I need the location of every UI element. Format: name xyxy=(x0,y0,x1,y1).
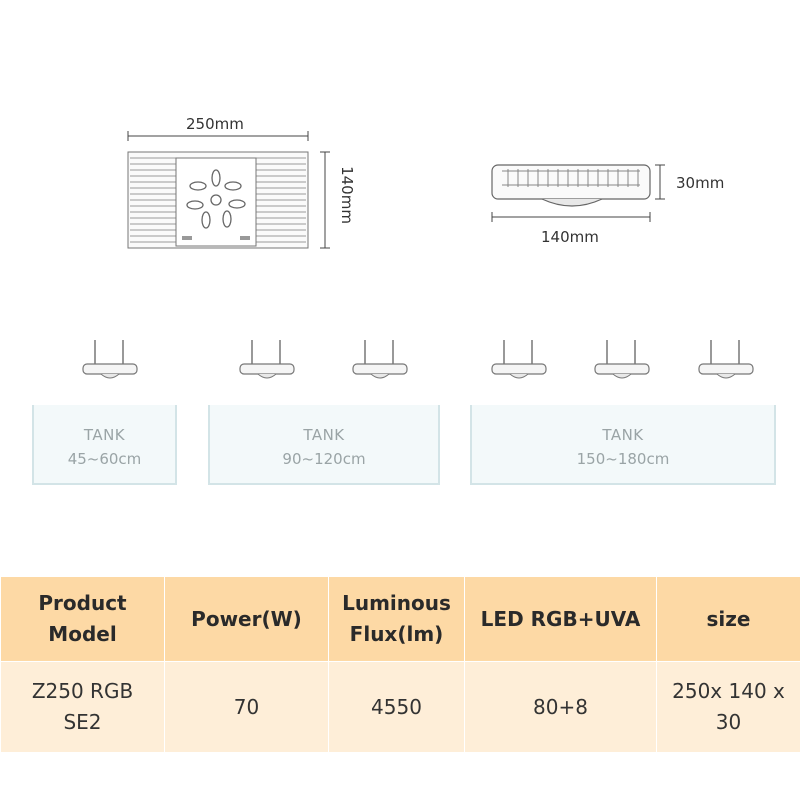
lamp-icon xyxy=(491,340,547,379)
side-width-label: 140mm xyxy=(541,228,599,246)
tank-large: TANK 150~180cm xyxy=(470,405,776,485)
cell-power: 70 xyxy=(164,661,329,753)
header-led: LED RGB+UVA xyxy=(464,576,657,662)
header-luminous-flux: Luminous Flux(lm) xyxy=(328,576,465,662)
tank-small: TANK 45~60cm xyxy=(32,405,177,485)
lamp-icon xyxy=(594,340,650,379)
tank-size: 45~60cm xyxy=(67,450,142,468)
tank-label: TANK xyxy=(83,426,126,444)
tank-size: 150~180cm xyxy=(576,450,670,468)
cell-led: 80+8 xyxy=(464,661,657,753)
cell-product-model: Z250 RGB SE2 xyxy=(0,661,165,753)
lamp-icon xyxy=(698,340,754,379)
top-height-label: 140mm xyxy=(337,166,356,224)
side-view-diagram xyxy=(484,155,674,225)
tank-size: 90~120cm xyxy=(282,450,366,468)
header-product-model: Product Model xyxy=(0,576,165,662)
cell-luminous-flux: 4550 xyxy=(328,661,465,753)
table-row: Z250 RGB SE2 70 4550 80+8 250x 140 x 30 xyxy=(0,661,800,753)
side-height-label: 30mm xyxy=(676,174,725,192)
header-size: size xyxy=(656,576,800,662)
table-header-row: Product Model Power(W) Luminous Flux(lm)… xyxy=(0,576,800,662)
light-top-view-drawing xyxy=(127,131,330,249)
lamp-icon xyxy=(82,340,138,379)
spec-table: Product Model Power(W) Luminous Flux(lm)… xyxy=(0,576,800,753)
cell-size: 250x 140 x 30 xyxy=(656,661,800,753)
top-view-diagram xyxy=(120,110,360,260)
header-power: Power(W) xyxy=(164,576,329,662)
lamp-icon xyxy=(239,340,295,379)
tank-label: TANK xyxy=(602,426,644,444)
top-width-label: 250mm xyxy=(186,115,244,133)
lamp-icon xyxy=(352,340,408,379)
tank-label: TANK xyxy=(303,426,345,444)
tank-medium: TANK 90~120cm xyxy=(208,405,440,485)
light-side-view-drawing xyxy=(491,164,665,222)
